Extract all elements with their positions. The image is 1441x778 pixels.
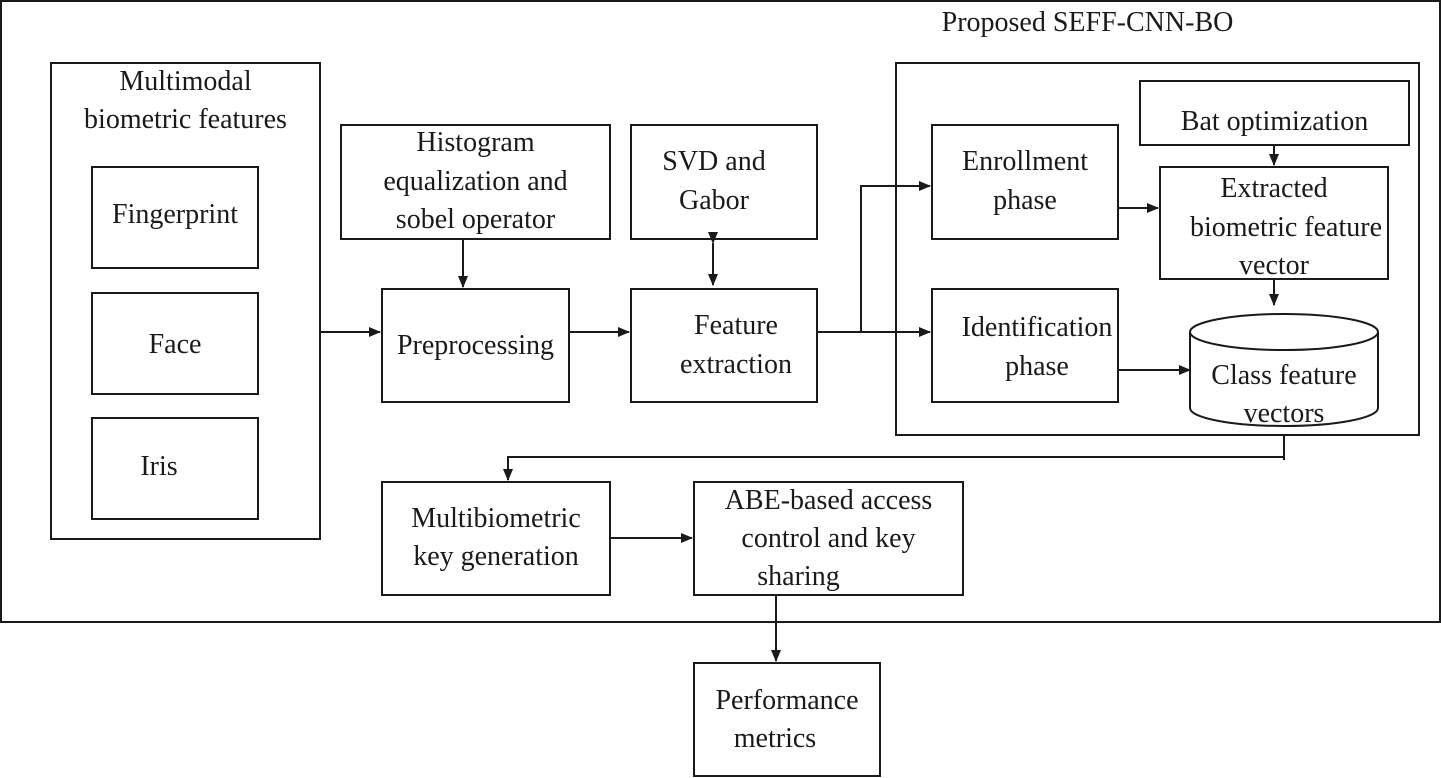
extracted-line3: vector <box>1239 250 1309 281</box>
feature-extraction-line1: Feature <box>694 310 778 341</box>
arrow-extraction-to-enrollment <box>818 181 931 333</box>
abe-line1: ABE-based access <box>724 485 933 516</box>
class-vectors-database-icon <box>1189 313 1379 427</box>
face-label: Face <box>148 329 202 360</box>
abe-box <box>693 481 964 596</box>
fingerprint-box <box>91 166 259 269</box>
histogram-box <box>340 124 611 240</box>
iris-box <box>91 417 259 520</box>
histogram-line2: equalization and <box>383 166 568 197</box>
metrics-box <box>693 662 881 777</box>
identification-box <box>931 288 1119 403</box>
class-vectors-line1: Class feature <box>1211 360 1357 391</box>
enrollment-line2: phase <box>993 185 1057 216</box>
histogram-line1: Histogram <box>416 127 535 158</box>
enrollment-line1: Enrollment <box>962 146 1088 177</box>
extracted-line2: biometric feature <box>1189 212 1382 243</box>
enrollment-box <box>931 124 1119 240</box>
multimodal-heading-line1: Multimodal <box>119 66 252 97</box>
identification-line2: phase <box>1005 351 1069 382</box>
histogram-line3: sobel operator <box>395 204 556 235</box>
multimodal-heading-line2: biometric features <box>84 104 287 135</box>
bat-optimization-label: Bat optimization <box>1180 106 1369 137</box>
extracted-line1: Extracted <box>1220 173 1328 204</box>
svd-gabor-box <box>630 124 818 240</box>
keygen-line1: Multibiometric <box>411 503 581 534</box>
svd-line2: Gabor <box>679 185 749 216</box>
metrics-line2: metrics <box>733 723 817 754</box>
svd-line1: SVD and <box>662 146 766 177</box>
feature-extraction-line2: extraction <box>680 349 792 380</box>
identification-line1: Identification <box>961 312 1113 343</box>
diagram-title: Proposed SEFF-CNN-BO <box>941 7 1234 38</box>
class-vectors-line2: vectors <box>1243 398 1325 429</box>
metrics-line1: Performance <box>715 685 859 716</box>
keygen-box <box>381 481 611 596</box>
preprocessing-box <box>381 288 570 403</box>
preprocessing-label: Preprocessing <box>396 330 555 361</box>
abe-line3: sharing <box>757 561 840 592</box>
iris-label: Iris <box>140 451 178 482</box>
face-box <box>91 292 259 395</box>
extracted-vector-box <box>1159 166 1389 280</box>
fingerprint-label: Fingerprint <box>112 199 238 230</box>
keygen-line2: key generation <box>413 541 579 572</box>
bat-optimization-box <box>1139 80 1410 146</box>
feature-extraction-box <box>630 288 818 403</box>
arrow-database-to-keygen <box>503 456 1285 481</box>
abe-line2: control and key <box>741 523 916 554</box>
